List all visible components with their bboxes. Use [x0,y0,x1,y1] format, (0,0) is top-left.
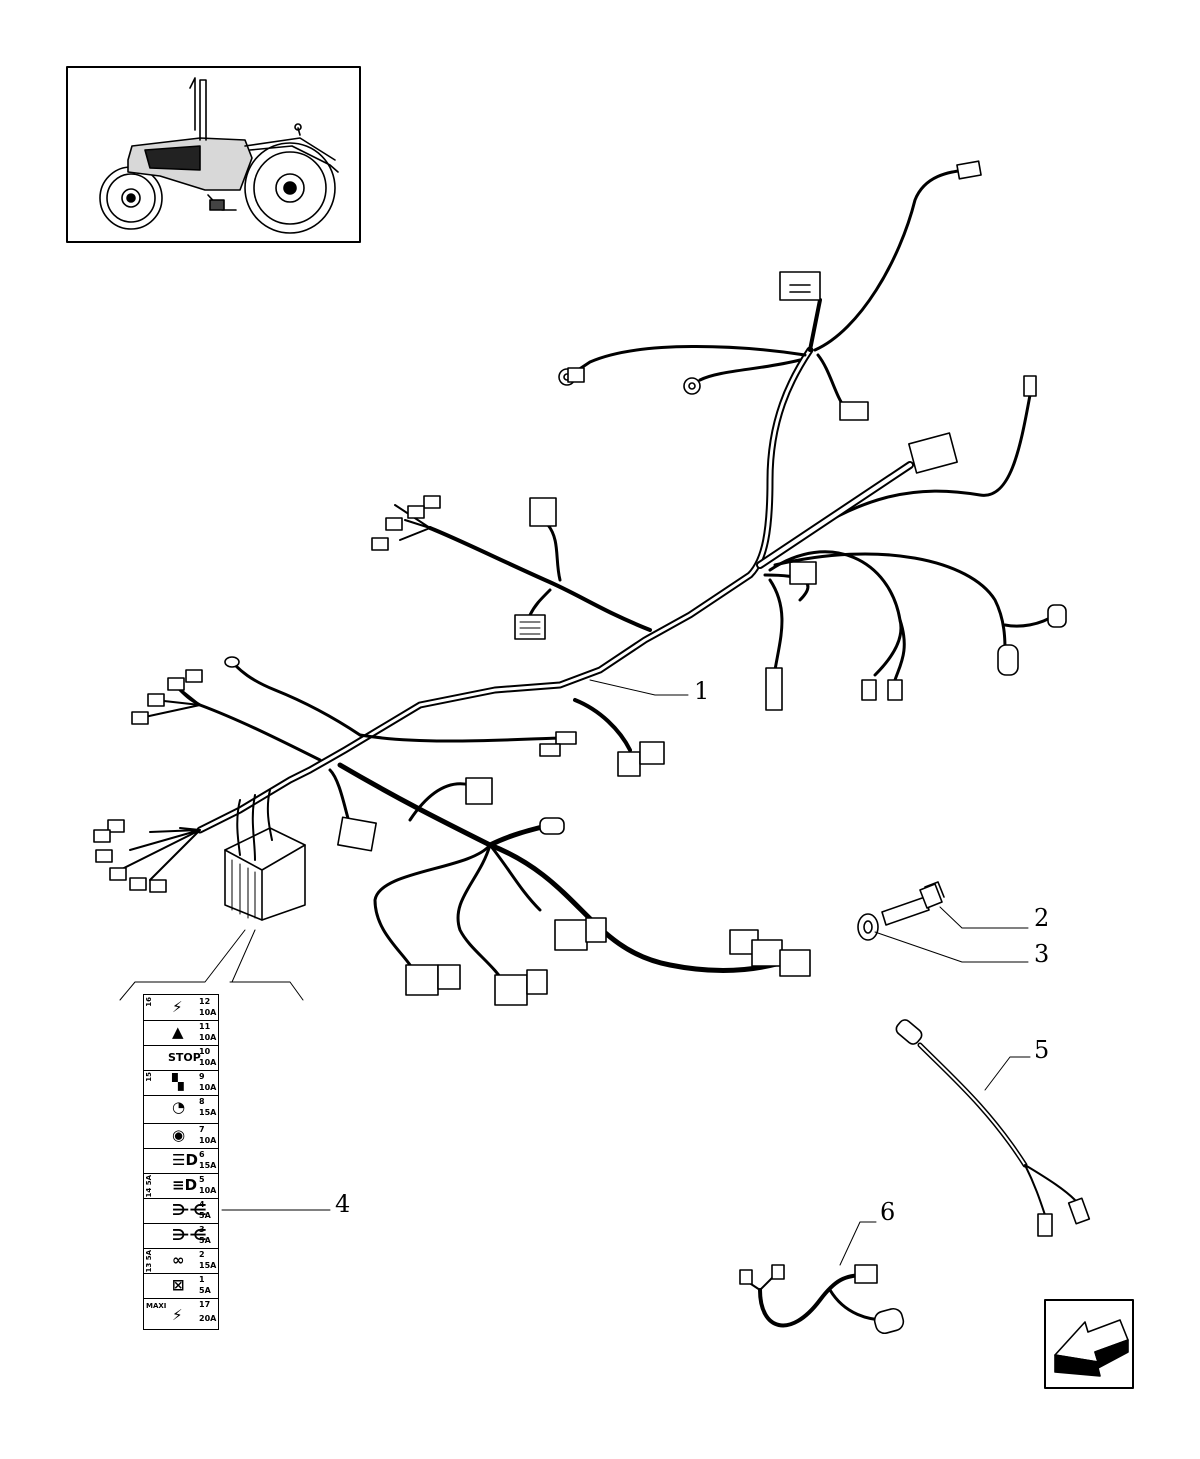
callout-cable-6: 6 [880,1198,896,1226]
fuse-row: 15 ▚ 9 10A [144,1070,218,1096]
main-harness [93,160,1067,1006]
callout-fuse-box: 4 [335,1190,351,1218]
cable-5 [895,1019,1091,1237]
callout-screw: 2 [1034,904,1050,932]
fuse-row: ◉ 7 10A [144,1123,218,1149]
fuse-amperage: 5A [199,1236,211,1245]
fuse-row: 16 ⚡ 12 10A [144,995,218,1021]
leader-lines [119,679,1031,1266]
fuse-row: ⋺⋲ 3 5A [144,1223,218,1249]
fuse-panel: 16 ⚡ 12 10A ▲ 11 10A STOP 10 10A 15 ▚ 9 … [143,994,219,1330]
fuse-group-label: 13 5A [145,1250,153,1273]
washer [857,913,879,941]
fuse-number: 17 [199,1300,211,1309]
fuse-number: 4 [199,1200,205,1209]
fuse-number: 8 [199,1097,205,1106]
cable-6 [739,1264,905,1335]
fuse-row: STOP 10 10A [144,1045,218,1071]
fuse-number: 10 [199,1047,211,1056]
fuse-amperage: 10A [199,1136,217,1145]
gauge-icon: ◉ [172,1126,186,1144]
fuse-number: 1 [199,1275,205,1284]
fuse-number: 2 [199,1250,205,1259]
fuse-amperage: 15A [199,1161,217,1170]
tractor-thumbnail [66,66,361,243]
fuse-amperage: 5A [199,1211,211,1220]
fuse-amperage: 20A [199,1314,217,1323]
fuse-row: ◔ 8 15A [144,1095,218,1124]
fuse-amperage: 10A [199,1186,217,1195]
fuse-amperage: 15A [199,1108,217,1117]
fuse-amperage: 10A [199,1033,217,1042]
stop-label: STOP [168,1051,201,1064]
nav-arrow-icon [1044,1299,1134,1389]
fuse-group-label: 14 5A [145,1175,153,1198]
fuse-row: ⋺⋲ 4 5A [144,1198,218,1224]
side-light-icon: ⋺⋲ [172,1226,207,1244]
fuse-group-label: 15 [145,1072,153,1082]
fuse-amperage: 10A [199,1058,217,1067]
headlight-low-icon: ≡D [172,1176,198,1194]
crossed-lamp-icon: ⊠ [172,1276,185,1294]
fuse-number: 7 [199,1125,205,1134]
tractor-icon: ▚ [172,1073,184,1091]
fuse-box-body [224,789,306,921]
lightning-icon: ⚡ [172,1306,183,1324]
fuse-row: ☰D 6 15A [144,1148,218,1174]
callout-cable-5: 5 [1034,1036,1050,1064]
fuse-amperage: 15A [199,1261,217,1270]
fuse-amperage: 10A [199,1008,217,1017]
fuse-row: MAXI ⚡ 17 20A [144,1298,218,1329]
fuse-group-label: 16 [145,997,153,1007]
work-lamp-icon: ◔ [172,1098,186,1116]
fuse-number: 5 [199,1175,205,1184]
fuse-row: ⊠ 1 5A [144,1273,218,1299]
headlight-icon: ☰D [172,1151,198,1169]
callout-harness: 1 [694,677,710,705]
maxi-label: MAXI [146,1302,167,1310]
fuse-number: 11 [199,1022,211,1031]
fuse-row: 14 5A ≡D 5 10A [144,1173,218,1199]
fuse-amperage: 10A [199,1083,217,1092]
hazard-triangle-icon: ▲ [172,1023,184,1041]
side-light-icon: ⋺⋲ [172,1201,207,1219]
fuse-number: 6 [199,1150,205,1159]
fuse-number: 9 [199,1072,205,1081]
callout-washer: 3 [1034,940,1050,968]
horn-flash-icon: ⚡ [172,998,183,1016]
fuse-row: ▲ 11 10A [144,1020,218,1046]
screw [881,881,945,926]
fuse-number: 12 [199,997,211,1006]
fuse-amperage: 5A [199,1286,211,1295]
fuse-row: 13 5A ∞ 2 15A [144,1248,218,1274]
fuse-number: 3 [199,1225,205,1234]
fog-lamp-icon: ∞ [172,1251,185,1269]
